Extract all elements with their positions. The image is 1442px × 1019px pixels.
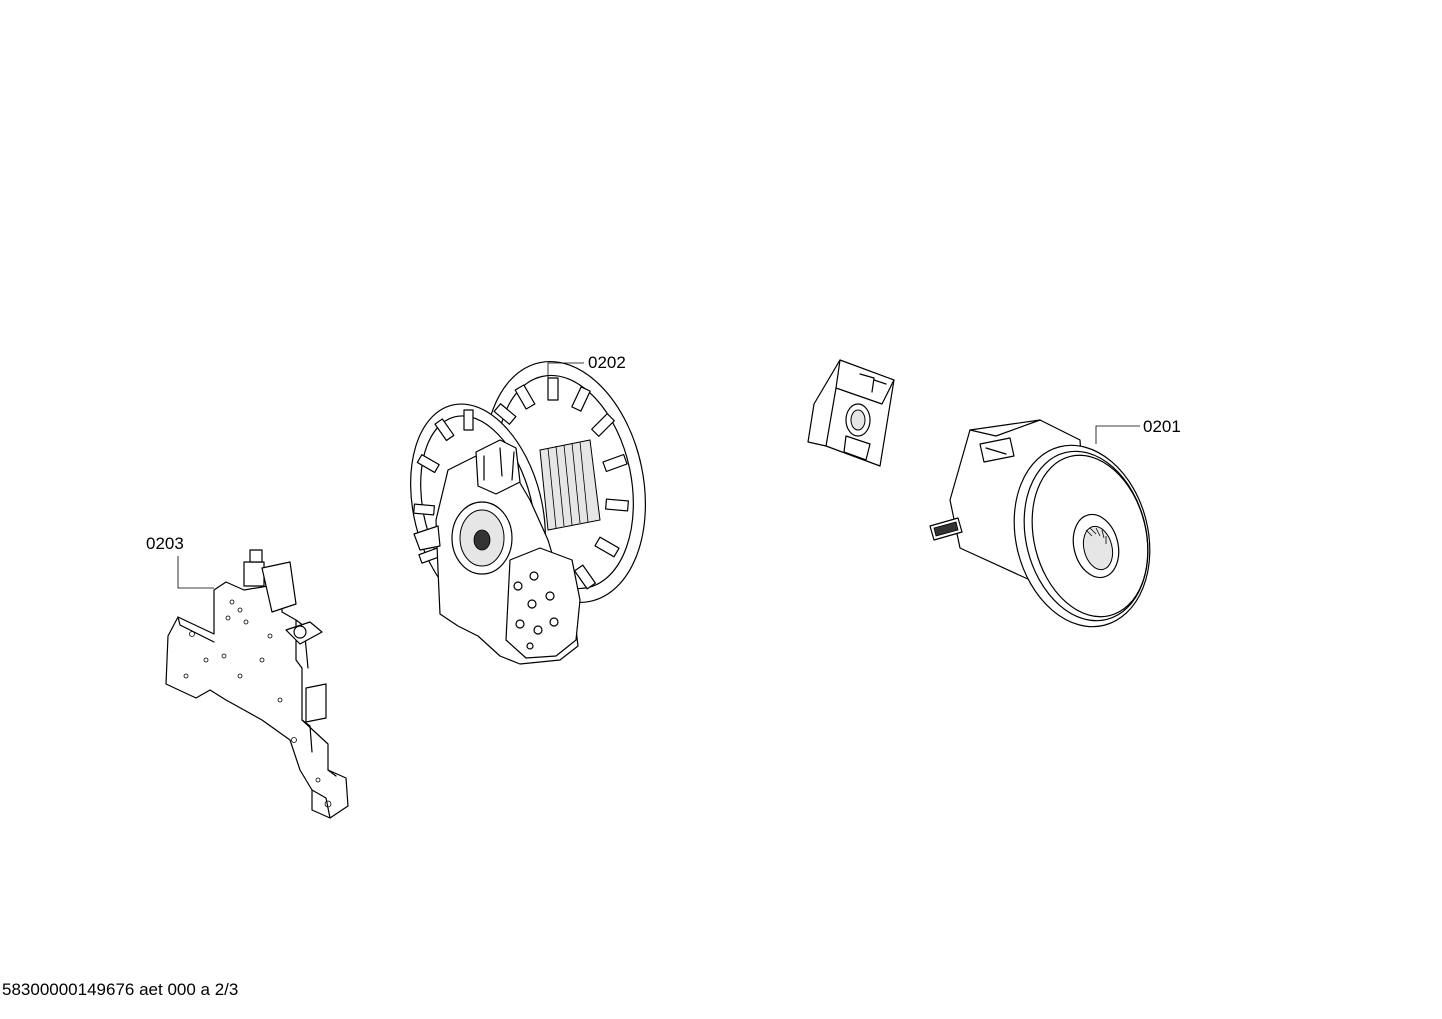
reel-hub-holes: [513, 571, 559, 650]
part-0203-circuit-board-bracket: [165, 549, 349, 819]
callout-0202[interactable]: 0202: [588, 353, 626, 372]
leader-lines: [177, 362, 1140, 589]
reel-drum-ribs: [547, 441, 589, 529]
leader-line-0203: [177, 556, 214, 589]
callout-0203[interactable]: 0203: [146, 534, 184, 553]
drawing-reference-footer: 58300000149676 aet 000 a 2/3: [2, 980, 239, 999]
part-0201-motor: [929, 419, 1151, 628]
reel-front-slots: [413, 409, 474, 564]
leader-line-0202: [547, 362, 584, 384]
reel-rim-slots: [493, 377, 629, 590]
callout-0201[interactable]: 0201: [1143, 417, 1181, 436]
motor-mount-clip: [807, 359, 895, 467]
motor-fan-teeth: [1085, 527, 1107, 544]
leader-line-0201: [1095, 425, 1140, 444]
bracket-holes: [183, 599, 332, 808]
part-0202-cable-reel: [410, 360, 647, 665]
